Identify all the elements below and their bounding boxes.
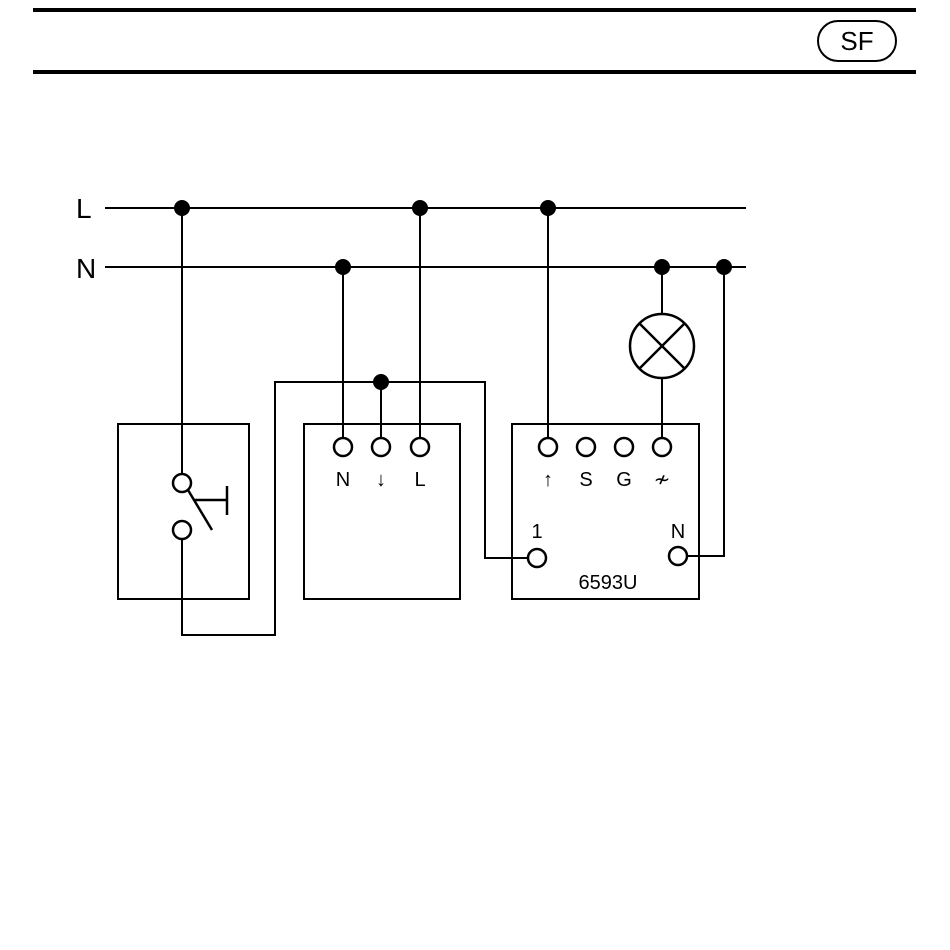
wire-pushbutton-return	[182, 382, 527, 635]
junction-dot	[412, 200, 428, 216]
terminal-input	[539, 438, 557, 456]
terminal-n	[334, 438, 352, 456]
relay-input-label: 1	[531, 521, 542, 543]
junction-dot	[540, 200, 556, 216]
switch-terminal-label-l: L	[414, 469, 425, 491]
junction-dot	[373, 374, 389, 390]
wire-n-to-relay-n	[687, 267, 724, 556]
relay-terminal-label-g: G	[616, 469, 632, 491]
relay-neutral-label: N	[671, 521, 685, 543]
junction-dot	[716, 259, 732, 275]
lamp-cross-icon	[630, 314, 694, 378]
terminal-l	[411, 438, 429, 456]
junction-dot	[174, 200, 190, 216]
junction-dot	[654, 259, 670, 275]
relay-model-label: 6593U	[579, 572, 638, 594]
bus-label-n: N	[76, 253, 96, 284]
relay-terminal-label-input: ↑	[543, 469, 553, 491]
terminal-g	[615, 438, 633, 456]
switch-terminal-label-n: N	[336, 469, 350, 491]
junction-dot	[335, 259, 351, 275]
switch-terminal-label-output: ↓	[376, 469, 386, 491]
pushbutton-switch-icon	[173, 474, 227, 539]
terminal-relay-n	[669, 547, 687, 565]
bus-label-l: L	[76, 193, 92, 224]
relay-terminal-label-s: S	[579, 469, 592, 491]
terminal-1	[528, 549, 546, 567]
relay-terminal-label-lamp: ≁	[654, 469, 671, 491]
terminal-output	[372, 438, 390, 456]
terminal-lamp	[653, 438, 671, 456]
terminal-s	[577, 438, 595, 456]
pushbutton-box	[118, 424, 249, 599]
